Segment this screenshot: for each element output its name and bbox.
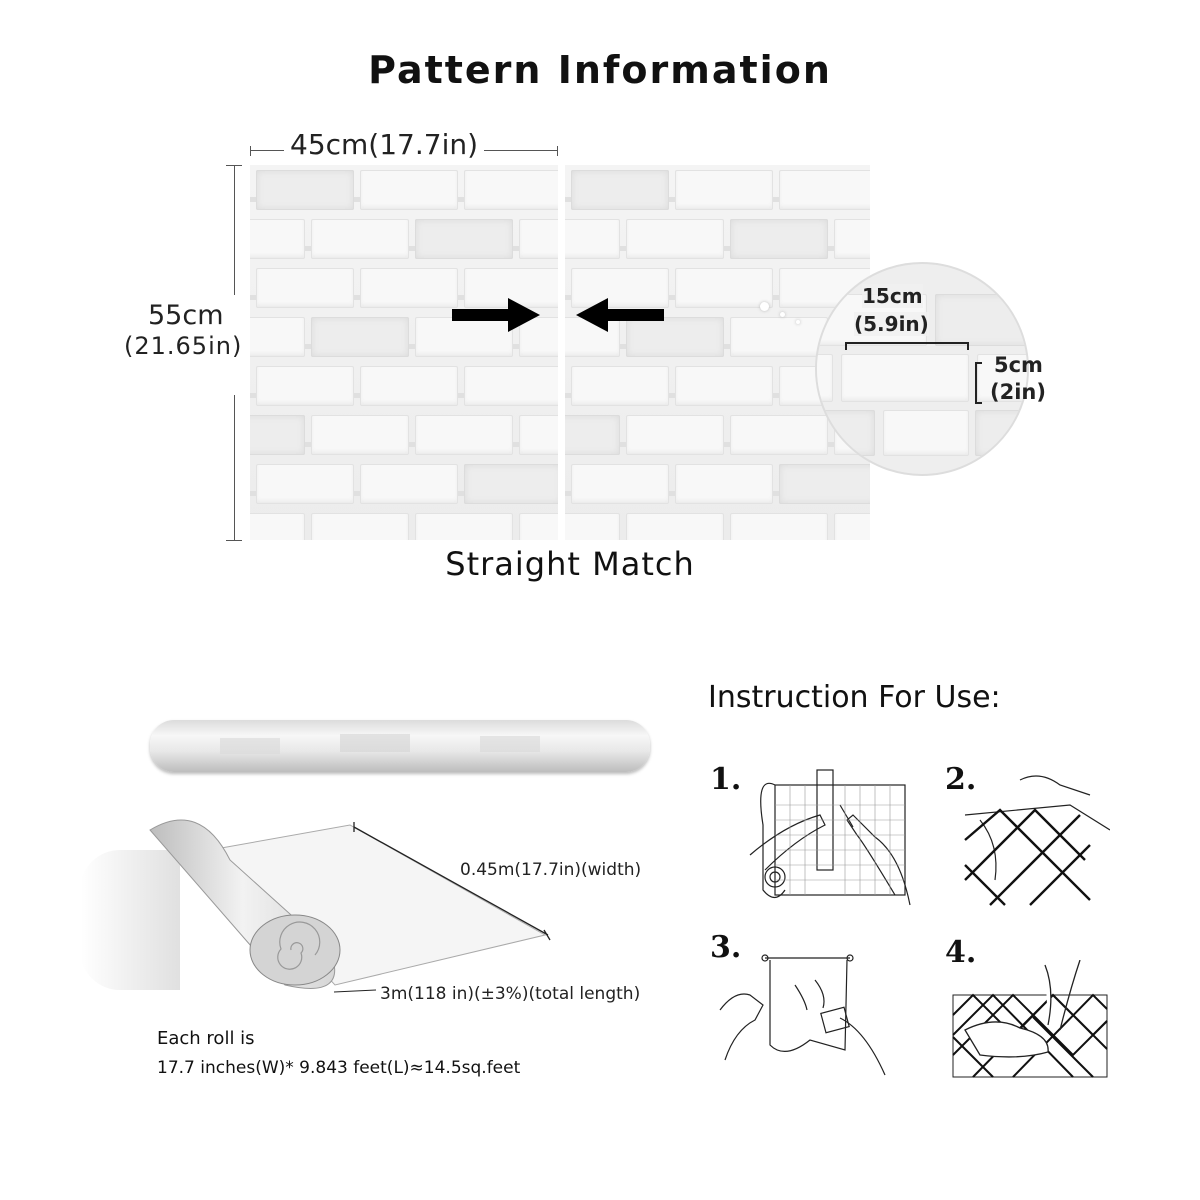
- step-1-measure-cut-illustration: [749, 769, 911, 906]
- roll-width-label: 0.45m(17.7in)(width): [460, 860, 642, 880]
- brick-texture: [311, 219, 409, 259]
- roll-summary-line2: 17.7 inches(W)* 9.843 feet(L)≈14.5sq.fee…: [157, 1058, 521, 1078]
- step-number-4: 4.: [945, 935, 977, 970]
- brick-texture: [565, 415, 620, 455]
- open-roll-illustration: [149, 819, 551, 993]
- brick-texture: [464, 170, 558, 210]
- step-number-2: 2.: [945, 762, 977, 797]
- brick-texture: [519, 415, 558, 455]
- brick-texture: [675, 464, 773, 504]
- step-number-3: 3.: [710, 930, 742, 965]
- brick-texture: [415, 415, 513, 455]
- brick-width-cm: 15cm: [862, 284, 923, 308]
- brick-texture: [730, 415, 828, 455]
- brick-texture: [311, 415, 409, 455]
- brick-texture: [256, 268, 354, 308]
- brick-panel-left: [250, 165, 558, 540]
- brick-width-marker: [845, 342, 969, 350]
- brick-texture: [519, 219, 558, 259]
- arrow-right-icon: [452, 298, 540, 332]
- step-3-apply-smooth-illustration: [719, 954, 886, 1076]
- brick-texture: [250, 415, 305, 455]
- brick-panel-right: [565, 165, 870, 540]
- brick-texture: [360, 268, 458, 308]
- brick-texture: [311, 317, 409, 357]
- brick-texture: [360, 464, 458, 504]
- brick-texture: [730, 513, 828, 540]
- brick-texture: [730, 317, 828, 357]
- brick-texture: [571, 464, 669, 504]
- brick-texture: [256, 366, 354, 406]
- brick-texture: [250, 513, 305, 540]
- height-dimension-tick-top: [226, 165, 242, 166]
- match-type-label: Straight Match: [445, 545, 695, 583]
- instructions-title: Instruction For Use:: [708, 680, 1001, 715]
- brick-texture: [571, 366, 669, 406]
- brick-texture: [415, 317, 513, 357]
- brick-texture: [250, 317, 305, 357]
- brick-texture: [626, 513, 724, 540]
- height-dimension-line-top: [234, 165, 235, 295]
- zoom-dot: [796, 320, 800, 324]
- zoom-dot: [760, 302, 769, 311]
- brick-texture: [834, 219, 870, 259]
- brick-texture: [415, 219, 513, 259]
- roll-shadow: [80, 850, 180, 990]
- brick-texture: [311, 513, 409, 540]
- height-dimension-tick-bottom: [226, 540, 242, 541]
- brick-texture: [360, 170, 458, 210]
- closed-roll-image: [150, 720, 650, 772]
- brick-texture: [626, 317, 724, 357]
- height-dimension-line-bottom: [234, 395, 235, 540]
- brick-texture: [464, 464, 558, 504]
- brick-width-in: (5.9in): [854, 312, 929, 336]
- brick-texture: [779, 464, 870, 504]
- height-label-cm: 55cm: [148, 300, 224, 331]
- brick-texture: [571, 170, 669, 210]
- brick-texture: [834, 513, 870, 540]
- width-dimension-tick-right: [557, 146, 558, 156]
- brick-texture: [250, 219, 305, 259]
- brick-height-cm: 5cm: [994, 353, 1043, 377]
- width-label: 45cm(17.7in): [284, 128, 485, 161]
- brick-height-marker: [975, 362, 982, 404]
- step-4-finished-wall-illustration: [952, 960, 1108, 1078]
- brick-texture: [730, 219, 828, 259]
- brick-texture: [519, 317, 558, 357]
- brick-height-in: (2in): [990, 380, 1046, 404]
- brick-texture: [626, 219, 724, 259]
- brick-texture: [256, 464, 354, 504]
- brick-texture: [360, 366, 458, 406]
- brick-texture: [571, 268, 669, 308]
- brick-texture: [464, 366, 558, 406]
- brick-texture: [565, 219, 620, 259]
- roll-length-label: 3m(118 in)(±3%)(total length): [380, 984, 641, 1004]
- brick-texture: [415, 513, 513, 540]
- brick-texture: [565, 513, 620, 540]
- brick-texture: [519, 513, 558, 540]
- height-label-in: (21.65in): [124, 332, 243, 360]
- brick-texture: [626, 415, 724, 455]
- roll-summary-line1: Each roll is: [157, 1028, 255, 1049]
- brick-texture: [675, 268, 773, 308]
- brick-texture: [675, 366, 773, 406]
- page-title: Pattern Information: [368, 48, 832, 92]
- arrow-left-icon: [576, 298, 664, 332]
- width-dimension-tick-left: [250, 146, 251, 156]
- step-2-peel-backing-illustration: [964, 775, 1110, 906]
- zoom-dot: [780, 312, 785, 317]
- brick-texture: [256, 170, 354, 210]
- step-number-1: 1.: [710, 762, 742, 797]
- brick-texture: [779, 170, 870, 210]
- brick-texture: [675, 170, 773, 210]
